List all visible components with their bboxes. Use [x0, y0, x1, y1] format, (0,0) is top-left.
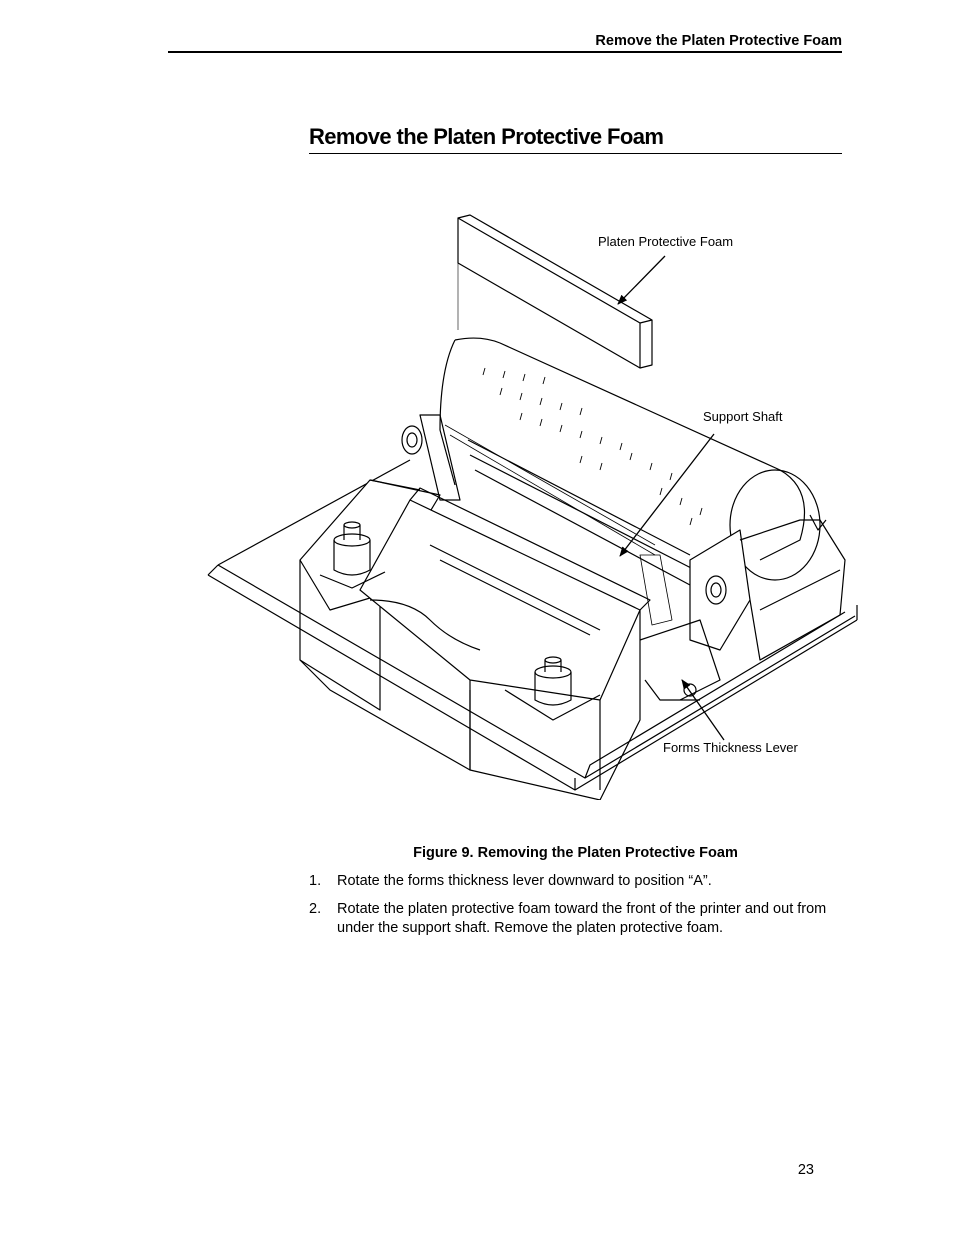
- base-tray: [207, 459, 858, 791]
- page-number: 23: [797, 1162, 814, 1178]
- step-item: 1. Rotate the forms thickness lever down…: [309, 872, 839, 891]
- step-text: Rotate the forms thickness lever downwar…: [337, 873, 712, 889]
- printhead: [444, 424, 673, 626]
- callout-support-shaft: Support Shaft: [703, 409, 783, 424]
- left-knob: [401, 414, 461, 501]
- printer-illustration: [200, 205, 865, 800]
- instruction-steps: 1. Rotate the forms thickness lever down…: [309, 872, 839, 947]
- lever-leader: [681, 679, 725, 741]
- step-number: 1.: [309, 873, 322, 889]
- right-frame: [639, 514, 846, 701]
- motor-bottom: [504, 656, 601, 721]
- step-item: 2. Rotate the platen protective foam tow…: [309, 900, 839, 938]
- callout-forms-thickness-lever: Forms Thickness Lever: [663, 740, 798, 755]
- section-title: Remove the Platen Protective Foam: [309, 124, 842, 154]
- step-number: 2.: [309, 901, 322, 917]
- figure-caption: Figure 9. Removing the Platen Protective…: [413, 845, 738, 861]
- step-text: Rotate the platen protective foam toward…: [337, 901, 827, 936]
- callout-platen-foam: Platen Protective Foam: [598, 234, 734, 249]
- motor-left: [319, 521, 386, 589]
- shaft-leader: [619, 433, 715, 557]
- foam-leader: [617, 255, 666, 305]
- center-carriage: [359, 487, 651, 800]
- running-header: Remove the Platen Protective Foam: [168, 33, 842, 53]
- foam-strip: [457, 214, 653, 369]
